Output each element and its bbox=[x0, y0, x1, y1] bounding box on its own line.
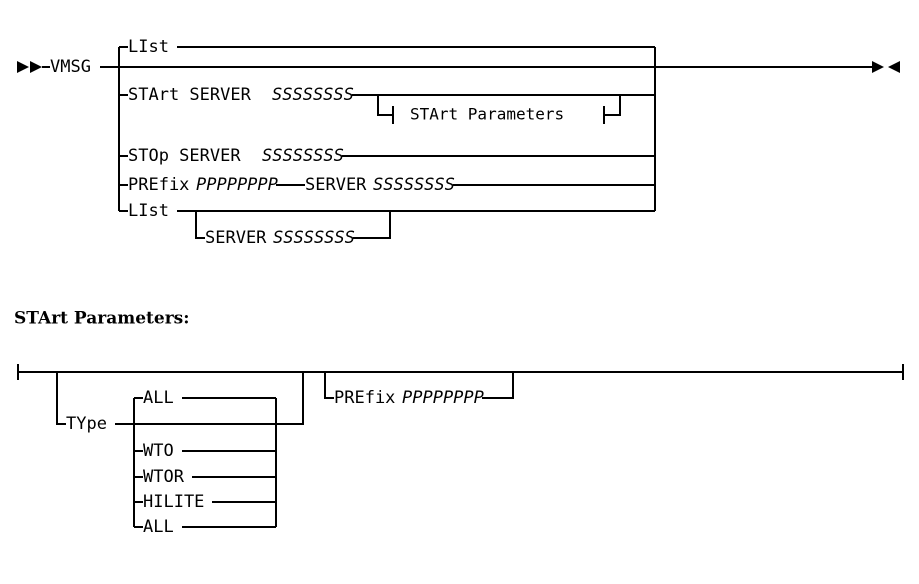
stop-server-keyword: STOp SERVER bbox=[128, 146, 251, 166]
rail-fragref-drop-left bbox=[377, 95, 393, 116]
prefix-server-keyword: SERVER bbox=[305, 175, 377, 195]
command-label: VMSG bbox=[50, 57, 91, 77]
start-server-keyword: STArt SERVER bbox=[128, 85, 261, 105]
rail-fragprefix-drop bbox=[324, 372, 334, 399]
type-option-hilite: HILITE bbox=[143, 492, 204, 512]
rail-type-exit-rise bbox=[276, 372, 304, 425]
type-keyword: TYpe bbox=[66, 414, 107, 434]
type-default-label: ALL bbox=[143, 388, 174, 408]
fragment-prefix-variable: PPPPPPPP bbox=[402, 388, 484, 408]
start-arrow-1 bbox=[17, 61, 29, 73]
end-arrow-left bbox=[888, 61, 900, 73]
list-top-label: LIst bbox=[128, 37, 169, 57]
fragment-reference-label: STArt Parameters bbox=[410, 105, 564, 124]
prefix-variable: PPPPPPPP bbox=[196, 175, 278, 195]
list-server-keyword: SERVER bbox=[205, 228, 277, 248]
fragment-prefix-keyword: PREfix bbox=[334, 388, 406, 408]
type-option-wto: WTO bbox=[143, 441, 174, 461]
list-bottom-label: LIst bbox=[128, 201, 169, 221]
list-server-variable: SSSSSSSS bbox=[273, 228, 355, 248]
prefix-keyword: PREfix bbox=[128, 175, 200, 195]
fragment-section-title: STArt Parameters: bbox=[14, 309, 190, 329]
start-arrow-2 bbox=[30, 61, 42, 73]
stop-server-variable: SSSSSSSS bbox=[262, 146, 344, 166]
prefix-server-variable: SSSSSSSS bbox=[373, 175, 455, 195]
rail-type-drop bbox=[56, 372, 66, 425]
start-server-variable: SSSSSSSS bbox=[272, 85, 354, 105]
end-arrow-right bbox=[872, 61, 884, 73]
type-option-wtor: WTOR bbox=[143, 467, 185, 487]
rail-fragref-rise-right bbox=[604, 95, 621, 116]
rail-fragprefix-rise bbox=[482, 372, 514, 399]
type-option-all: ALL bbox=[143, 517, 174, 537]
rail-list-server-rise bbox=[353, 211, 391, 239]
rail-list-server-drop bbox=[195, 211, 205, 239]
